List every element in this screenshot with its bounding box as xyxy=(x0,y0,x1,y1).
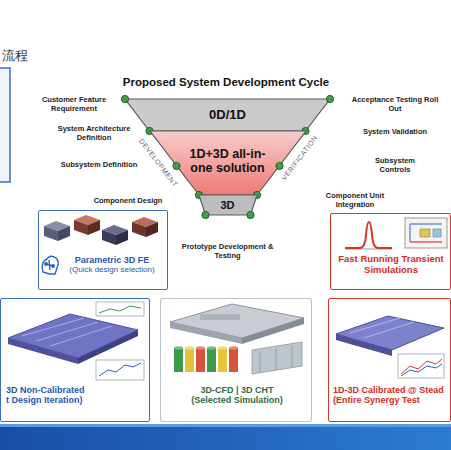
panel-subheading: (Quick design selection) xyxy=(57,265,167,274)
cfd-model xyxy=(170,304,304,374)
footer-stripe xyxy=(0,424,451,427)
panel-subheading: (Selected Simulation) xyxy=(165,395,309,405)
panel-subheading: t Design Iteration) xyxy=(6,395,146,405)
text-area: Fast Running Transient Simulations xyxy=(335,254,447,276)
partial-panel xyxy=(0,68,10,182)
stage-label: Acceptance Testing Roll Out xyxy=(350,95,440,113)
transient-peak-icon xyxy=(345,222,392,249)
footer-bar xyxy=(0,424,451,450)
panel-subheading: (Entire Synergy Test xyxy=(333,395,450,405)
brain-icon xyxy=(42,256,58,274)
text-area: 3D-CFD | 3D CHT(Selected Simulation) xyxy=(165,385,309,406)
band-label: 1D+3D all-in-one solution xyxy=(183,147,273,176)
text-area: 3D xyxy=(205,195,251,215)
text-area: 1D+3D all-in-one solution xyxy=(183,133,273,189)
band-label: 3D xyxy=(220,199,234,212)
method-panel: Fast Running Transient Simulations xyxy=(330,213,451,290)
model-band: 0D/1D xyxy=(125,99,330,131)
stage-label: Component Unit Integration xyxy=(315,191,395,209)
text-area: 1D-3D Calibrated @ Stead(Entire Synergy … xyxy=(333,385,450,406)
panel-heading: 3D Non-Calibrated xyxy=(6,385,146,395)
text-area: 3D Non-Calibratedt Design Iteration) xyxy=(6,385,146,406)
stage-label: System Validation xyxy=(355,127,435,136)
stage-label: Subsystem Controls xyxy=(365,156,425,174)
stage-label: Customer Feature Requirement xyxy=(28,95,120,113)
model-band: 3D xyxy=(199,195,257,215)
stage-label: Prototype Development & Testing xyxy=(180,242,275,260)
panel-heading: Parametric 3D FE xyxy=(57,255,167,265)
method-panel: 3D-CFD | 3D CHT(Selected Simulation) xyxy=(160,298,312,422)
stage-label: Subsystem Definition xyxy=(58,160,140,169)
text-area: Parametric 3D FE(Quick design selection) xyxy=(57,255,167,275)
system-schematic xyxy=(405,218,447,248)
diagram-title: Proposed System Development Cycle xyxy=(90,76,362,90)
band-label: 0D/1D xyxy=(209,108,246,123)
method-panel: 3D Non-Calibratedt Design Iteration) xyxy=(0,298,150,422)
plate-model xyxy=(8,302,144,380)
panel-heading: 3D-CFD | 3D CHT xyxy=(165,385,309,395)
stage-label: Component Design xyxy=(88,196,168,205)
calibrated-model xyxy=(336,316,444,378)
fe-blocks xyxy=(44,215,158,245)
method-panel: 1D-3D Calibrated @ Stead(Entire Synergy … xyxy=(328,298,451,422)
text-area: 0D/1D xyxy=(165,99,290,131)
stage-label: System Architecture Definition xyxy=(44,124,144,142)
panel-heading: 1D-3D Calibrated @ Stead xyxy=(333,385,450,395)
panel-heading: Fast Running Transient Simulations xyxy=(335,254,447,276)
slide-heading: 流程 xyxy=(2,48,42,64)
method-panel: Parametric 3D FE(Quick design selection) xyxy=(38,210,168,290)
